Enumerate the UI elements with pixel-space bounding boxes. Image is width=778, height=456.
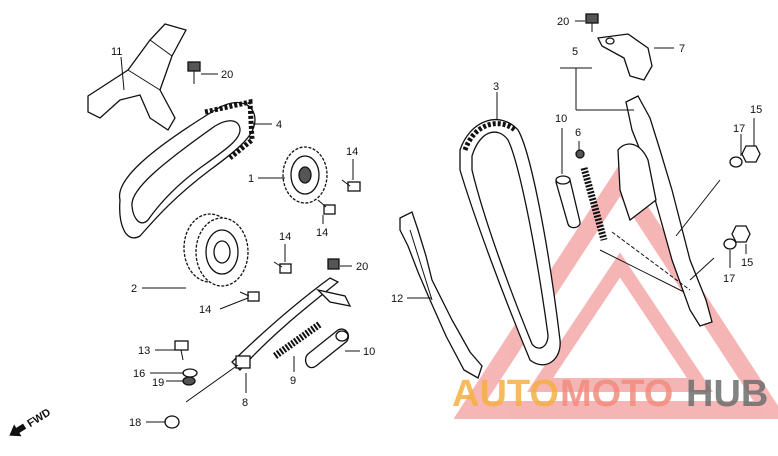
watermark-logo: AUTO MOTO HUB [452, 373, 768, 415]
callout-15-lower: 15 [741, 257, 753, 269]
callout-20-middle: 20 [356, 261, 368, 273]
callout-9: 9 [290, 375, 296, 387]
rubber-roller-upper [555, 175, 581, 229]
callout-14-upper: 14 [346, 146, 358, 158]
callout-6: 6 [575, 127, 581, 139]
watermark-text-hub: HUB [686, 373, 768, 415]
nut-15-upper [741, 145, 761, 163]
bolt-14-middle [317, 199, 336, 215]
chain-guide [399, 211, 483, 379]
top-bracket [597, 33, 653, 81]
forward-label: FWD [25, 406, 53, 429]
tensioner-spring [272, 321, 323, 359]
washer-16 [182, 368, 198, 378]
callout-15-upper: 15 [750, 104, 762, 116]
callout-14-middle: 14 [316, 227, 328, 239]
bolt-14-lower-right [273, 261, 292, 274]
callout-12: 12 [391, 293, 403, 305]
callout-10-upper: 10 [555, 113, 567, 125]
callout-14-lower-right: 14 [279, 231, 291, 243]
callout-19: 19 [152, 377, 164, 389]
callout-8: 8 [242, 397, 248, 409]
bolt-14-upper [341, 179, 361, 192]
tensioner-arm [185, 277, 352, 403]
callout-20-top-left: 20 [221, 69, 233, 81]
callout-18: 18 [129, 417, 141, 429]
tensioner-spring-upper [575, 149, 608, 241]
rubber-roller-lower [304, 328, 350, 369]
upper-guide-bracket [87, 23, 187, 131]
secondary-cam-chain [459, 119, 561, 366]
bolt-20-middle [327, 258, 340, 270]
washer-17-lower [723, 238, 737, 250]
callout-7: 7 [679, 43, 685, 55]
bolt-13 [174, 340, 189, 361]
callout-5: 5 [572, 46, 578, 58]
callout-13: 13 [138, 345, 150, 357]
callout-11: 11 [111, 46, 122, 58]
watermark-text-moto: MOTO [560, 373, 673, 415]
nut-19 [182, 376, 196, 386]
callout-3: 3 [493, 81, 499, 93]
bolt-14-lower-left [239, 291, 260, 302]
forward-arrow-icon [9, 423, 27, 437]
callout-10-lower: 10 [363, 346, 375, 358]
bolt-20-top-right [585, 13, 599, 32]
callout-17-lower: 17 [723, 273, 735, 285]
tensioner-frame [599, 95, 721, 327]
primary-cam-chain [118, 98, 256, 239]
plug-18 [164, 415, 180, 429]
forward-direction-indicator: FWD [9, 406, 53, 437]
callout-17-upper: 17 [733, 123, 745, 135]
callout-1: 1 [248, 173, 254, 185]
callout-4: 4 [276, 119, 282, 131]
callout-14-lower-left: 14 [199, 304, 211, 316]
callout-2: 2 [131, 283, 137, 295]
nut-15-lower [731, 225, 751, 243]
leader-lines [120, 20, 755, 423]
washer-17-upper [729, 156, 743, 168]
cam-sprocket-small [282, 146, 328, 204]
callout-16: 16 [133, 368, 145, 380]
watermark-text-auto: AUTO [452, 373, 559, 415]
bolt-20-top-left [187, 61, 201, 84]
double-sprocket [183, 213, 249, 287]
callout-20-top-right: 20 [557, 16, 569, 28]
